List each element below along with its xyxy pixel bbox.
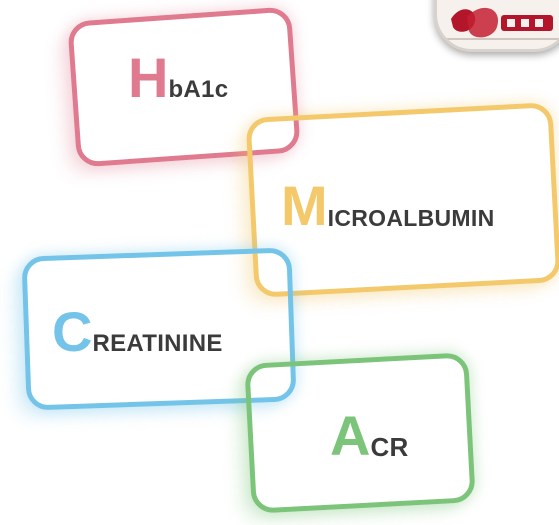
hba1c-label-rest: bA1c (168, 76, 229, 103)
acr-label-initial: A (330, 404, 371, 467)
logo-emblem-icon (447, 7, 559, 40)
logo-badge (434, 0, 559, 52)
creatinine-label-rest: REATININE (92, 330, 223, 357)
hba1c-label: H bA1c (128, 50, 228, 106)
hba1c-label-initial: H (128, 46, 169, 109)
acr-label-rest: CR (370, 432, 409, 462)
creatinine-label-initial: C (52, 300, 93, 363)
microalbumin-label-initial: M (281, 174, 328, 237)
acr-label: A CR (330, 408, 409, 464)
microalbumin-label: M ICROALBUMIN (281, 178, 495, 234)
creatinine-label: C REATININE (52, 304, 223, 360)
microalbumin-label-rest: ICROALBUMIN (327, 205, 495, 231)
